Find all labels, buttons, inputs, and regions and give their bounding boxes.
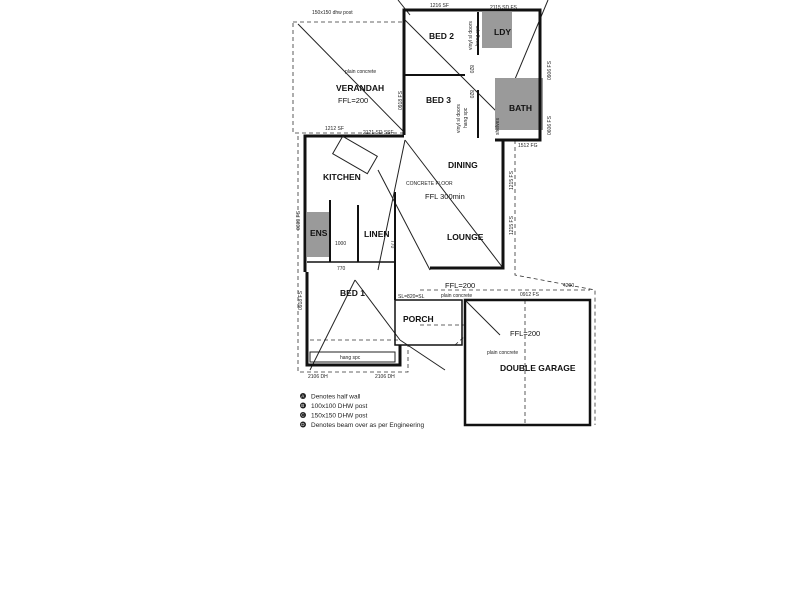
- legend-marker: [300, 393, 306, 399]
- dim-door-linen: 770: [389, 240, 395, 249]
- room-double-garage: DOUBLE GARAGE: [500, 363, 576, 373]
- dim-ensuite-window: 0609 FS: [296, 210, 302, 230]
- legend-text: Denotes half wall: [311, 393, 361, 400]
- laundry-floor: [482, 12, 512, 48]
- dim-dh-2: 2106 DH: [375, 374, 395, 380]
- dim-bed3-window: 0918 FS: [398, 90, 404, 110]
- garage-ffl: FFL=200: [510, 329, 540, 338]
- walls: [303, 8, 592, 427]
- porch-ffl: FFL=200: [445, 281, 475, 290]
- dim-sliding-door: SL=820=SL: [398, 294, 425, 300]
- room-porch: PORCH: [403, 314, 434, 324]
- dim-lounge-window: 1215 FS: [509, 215, 515, 235]
- dim-verandah-door: 2121 SD SSF: [363, 130, 394, 136]
- dim-door-bed3: 820: [468, 90, 474, 99]
- room-laundry: LDY: [494, 27, 511, 37]
- dim-garage-window: 0912 FS: [520, 292, 540, 298]
- vinyl-doors-bed2: vinyl sl doors: [468, 21, 474, 50]
- room-lounge: LOUNGE: [447, 232, 484, 242]
- dim-door-ensuite: 770: [337, 266, 346, 272]
- plan-notes: plain concrete FFL=200 CONCRETE FLOOR FF…: [312, 10, 540, 361]
- dim-bath-window-3: 0606 FS: [547, 115, 553, 135]
- legend-key: D: [301, 422, 305, 427]
- hang-space-bed3: hang spc: [463, 107, 469, 128]
- garage-surface: plain concrete: [487, 350, 518, 356]
- ffl-300-note: FFL 300min: [425, 192, 465, 201]
- room-labels: BED 2 LDY BED 3 BATH VERANDAH KITCHEN DI…: [310, 27, 576, 373]
- room-bed3: BED 3: [426, 95, 451, 105]
- room-kitchen: KITCHEN: [323, 172, 361, 182]
- dim-dh-1: 2106 DH: [308, 374, 328, 380]
- dim-door-bed2: 820: [468, 65, 474, 74]
- porch-surface: plain concrete: [441, 293, 472, 299]
- dim-bed2-window: 1216 SF: [430, 3, 449, 9]
- verandah-surface: plain concrete: [345, 69, 376, 75]
- verandah-ffl: FFL=200: [338, 96, 368, 105]
- room-verandah: VERANDAH: [336, 83, 384, 93]
- dim-bed1-window: 0918 FS: [298, 290, 304, 310]
- dim-bath-window: 1512 FG: [518, 143, 538, 149]
- legend-text: 150x150 DHW post: [311, 412, 368, 419]
- legend-key: C: [301, 413, 305, 418]
- legend-marker: [300, 402, 306, 409]
- post-note: 150x150 dhw post: [312, 10, 353, 16]
- dim-garage-width: 4200: [563, 283, 574, 289]
- legend-text: 100x100 DHW post: [311, 403, 368, 410]
- dim-verandah-window: 1212 SF: [325, 126, 344, 132]
- legend-marker: [300, 412, 306, 418]
- room-bed1: BED 1: [340, 288, 365, 298]
- room-bath: BATH: [509, 103, 532, 113]
- hang-space-bed1: hang spc: [340, 355, 361, 361]
- ensuite-floor: [307, 212, 329, 257]
- room-bed2: BED 2: [429, 31, 454, 41]
- dim-bath-window-2: 0906 FS: [547, 60, 553, 80]
- legend-key: A: [301, 394, 304, 399]
- dim-shower: 1000: [335, 241, 346, 247]
- room-ensuite: ENS: [310, 228, 328, 238]
- dim-laundry-door: 2115 SD FS: [490, 5, 518, 11]
- concrete-floor-note: CONCRETE FLOOR: [406, 181, 453, 187]
- bath-floor: [495, 78, 543, 130]
- room-linen: LINEN: [364, 229, 390, 239]
- vinyl-doors-bed3: vinyl sl doors: [456, 104, 462, 133]
- dimension-labels: 1216 SF 2115 SD FS 1212 SF 2121 SD SSF 1…: [296, 3, 574, 380]
- legend-text: Denotes beam over as per Engineering: [311, 422, 424, 429]
- legend-marker: [300, 421, 306, 428]
- hang-space-bed2: hang spc: [475, 25, 481, 46]
- room-dining: DINING: [448, 160, 478, 170]
- shelves-note: shelves: [495, 118, 501, 135]
- dim-dining-window: 1215 FS: [509, 170, 515, 190]
- legend-key: B: [301, 403, 304, 408]
